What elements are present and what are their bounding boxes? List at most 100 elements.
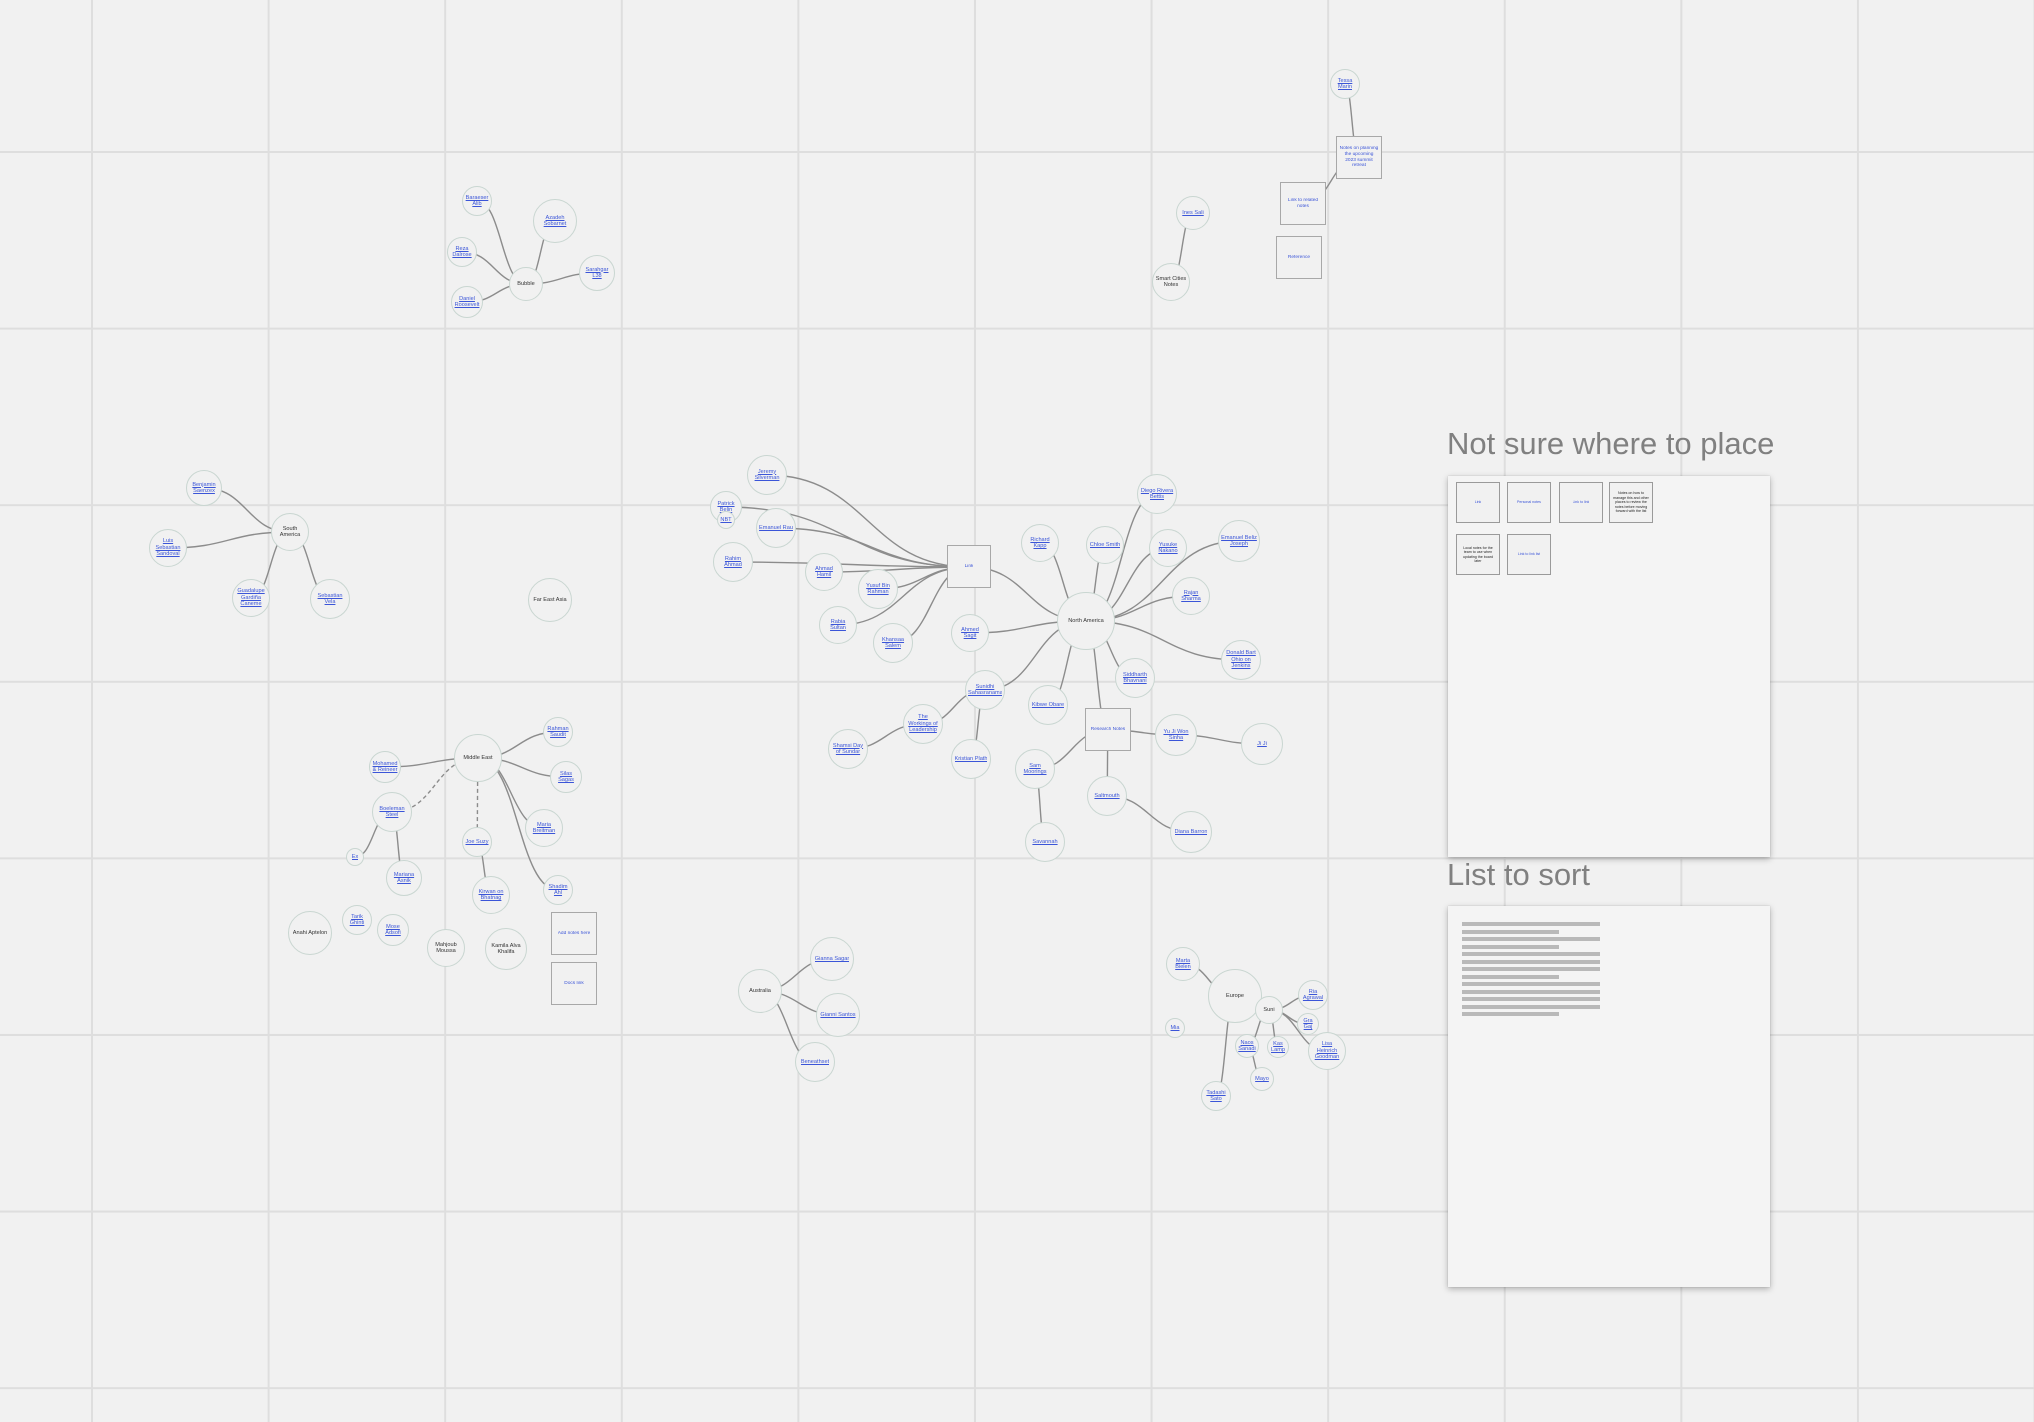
topic-node[interactable]: Yusuf Bin Rahman	[858, 569, 898, 609]
connector[interactable]	[823, 566, 970, 573]
topic-node[interactable]: Reza Dalrose	[447, 237, 477, 267]
topic-node[interactable]: Saltmouth	[1087, 776, 1127, 816]
topic-node[interactable]: Kamila Alva Khalifa	[485, 928, 527, 970]
card[interactable]: Link	[1456, 482, 1500, 523]
topic-node[interactable]: Diana Barron	[1170, 811, 1212, 853]
topic-node[interactable]: Ria Agrawal	[1298, 980, 1328, 1010]
hub-node[interactable]: Bubble	[509, 267, 543, 301]
topic-node[interactable]: Savannah	[1025, 822, 1065, 862]
connector[interactable]	[766, 474, 970, 568]
topic-node[interactable]: Tessa Marin	[1330, 69, 1360, 99]
hub-node[interactable]: North America	[1057, 592, 1115, 650]
topic-node[interactable]: Ex	[346, 848, 364, 866]
topic-node[interactable]: Sarahgar L38	[579, 255, 615, 291]
topic-node[interactable]: Richard Kapp	[1021, 524, 1059, 562]
topic-node[interactable]: Donald Bart Ohio on Jenkins	[1221, 640, 1261, 680]
hub-node[interactable]: Far East Asia	[528, 578, 572, 622]
card[interactable]: Notes on how to manage this and other pl…	[1609, 482, 1653, 523]
topic-node[interactable]: Gra Gaj	[1297, 1013, 1319, 1035]
frame-list-to-sort[interactable]	[1448, 906, 1770, 1287]
connector[interactable]	[775, 527, 970, 568]
topic-node[interactable]: Rahim Ahmad	[713, 542, 753, 582]
node-box[interactable]: Docs link	[551, 962, 597, 1005]
topic-node[interactable]: Beneathset	[795, 1042, 835, 1082]
node-label: Tessa Marin	[1337, 77, 1353, 90]
topic-node[interactable]: Shamsi Day of Sundar	[828, 729, 868, 769]
node-box[interactable]: Notes on planning the upcoming 2023 summ…	[1336, 136, 1382, 179]
topic-node[interactable]: Joe Suzy	[462, 827, 492, 857]
topic-node[interactable]: Chloe Smith	[1086, 526, 1124, 564]
topic-node[interactable]: Azadeh Sobarnet	[533, 199, 577, 243]
topic-node[interactable]: Siddharth Bhavnani	[1115, 658, 1155, 698]
topic-node[interactable]: Rajan Sharma	[1172, 577, 1210, 615]
topic-node[interactable]: Ahmed Sagit	[951, 614, 989, 652]
topic-node[interactable]: Rabia Sultan	[819, 606, 857, 644]
topic-node[interactable]: Tarik Ghinti	[342, 905, 372, 935]
node-box[interactable]: Add notes here	[551, 912, 597, 955]
topic-node[interactable]: Baraeser Alib	[462, 186, 492, 216]
topic-node[interactable]: Khansaa Salem	[873, 623, 913, 663]
frame-not-sure[interactable]: Link Personal notes Link to link Notes o…	[1448, 476, 1770, 857]
topic-node[interactable]: Mia	[1165, 1018, 1185, 1038]
topic-node[interactable]: Sunidhi Sahasranama	[965, 670, 1005, 710]
topic-node[interactable]: Sam Moorings	[1015, 749, 1055, 789]
hub-node[interactable]: Middle East	[454, 734, 502, 782]
node-label: Boeleman Steel	[379, 805, 405, 818]
topic-node[interactable]: Kas Lamp	[1267, 1036, 1289, 1058]
topic-node[interactable]: Yusuke Nakano	[1149, 529, 1187, 567]
topic-node[interactable]: Marta Bielen	[1166, 947, 1200, 981]
hub-node[interactable]: Europe	[1208, 969, 1262, 1023]
topic-node[interactable]: Ji Ji	[1241, 723, 1283, 765]
topic-node[interactable]: Kristian Plath	[951, 739, 991, 779]
node-box[interactable]: Link	[947, 545, 991, 588]
node-box[interactable]: Link to related notes	[1280, 182, 1326, 225]
topic-node[interactable]: Mariana Asnik	[386, 860, 422, 896]
topic-node[interactable]: Gianna Sagar	[810, 937, 854, 981]
topic-node[interactable]: Silas Sagas	[550, 761, 582, 793]
topic-node[interactable]: Daniel Roosevelt	[451, 286, 483, 318]
card[interactable]: Link to link	[1559, 482, 1603, 523]
topic-node[interactable]: Lisa Heinrich Goodman	[1308, 1032, 1346, 1070]
topic-node[interactable]: Mayo	[1250, 1067, 1274, 1091]
topic-node[interactable]: Ahmad Hamil	[805, 553, 843, 591]
topic-node[interactable]: Shadim Ahl	[543, 875, 573, 905]
topic-node[interactable]: Mose Adsofi	[377, 914, 409, 946]
topic-node[interactable]: Boeleman Steel	[372, 792, 412, 832]
topic-node[interactable]: Rahman Saudit	[543, 717, 573, 747]
topic-node[interactable]: Tadashi Sato	[1201, 1081, 1231, 1111]
topic-node[interactable]: Suni	[1255, 996, 1283, 1024]
topic-node[interactable]: Ines Sali	[1176, 196, 1210, 230]
topic-node[interactable]: Maria Breitman	[525, 809, 563, 847]
topic-node[interactable]: Anahi Aptelon	[288, 911, 332, 955]
hub-node[interactable]: Australia	[738, 969, 782, 1013]
topic-node[interactable]: The Workings of Leadership	[903, 704, 943, 744]
topic-node[interactable]: Sebastian Vela	[310, 579, 350, 619]
topic-node[interactable]: Luis Sebastian Sandoval	[149, 529, 187, 567]
connector[interactable]	[732, 561, 970, 568]
topic-node[interactable]: Diego Rivera Bettis	[1137, 474, 1177, 514]
node-box[interactable]: Reference	[1276, 236, 1322, 279]
topic-node[interactable]: Jeremy Silverman	[747, 455, 787, 495]
topic-node[interactable]: Emanuel Beliz Joseph	[1218, 520, 1260, 562]
hub-node[interactable]: South America	[271, 513, 309, 551]
topic-node[interactable]: Naos Sanadi	[1235, 1034, 1259, 1058]
topic-node[interactable]: Mahjoub Moussa	[427, 929, 465, 967]
node-box[interactable]: Research Notes	[1085, 708, 1131, 751]
topic-node[interactable]: Mohamed & Reineer	[369, 751, 401, 783]
card[interactable]: Personal notes	[1507, 482, 1551, 523]
node-label: Sarahgar L38	[585, 266, 609, 279]
topic-node[interactable]: Kibwe Obare	[1028, 685, 1068, 725]
topic-node[interactable]: Kirwan on Bhatnag	[472, 876, 510, 914]
topic-node[interactable]: Emanuel Rau	[756, 508, 796, 548]
topic-node[interactable]: Smart Cities Notes	[1152, 263, 1190, 301]
topic-node[interactable]: Yu Ji Won Sinha	[1155, 714, 1197, 756]
topic-node[interactable]: NBT	[717, 511, 735, 529]
card[interactable]: Link to link list	[1507, 534, 1551, 575]
node-label: Kristian Plath	[954, 755, 988, 762]
topic-node[interactable]: Benjamin Saenzex	[186, 470, 222, 506]
topic-node[interactable]: Guadalupe Gardiña Caneme	[232, 579, 270, 617]
topic-node[interactable]: Gianni Santos	[816, 993, 860, 1037]
node-label: Gianna Sagar	[814, 955, 850, 962]
card[interactable]: Local notes for the team to use when upd…	[1456, 534, 1500, 575]
